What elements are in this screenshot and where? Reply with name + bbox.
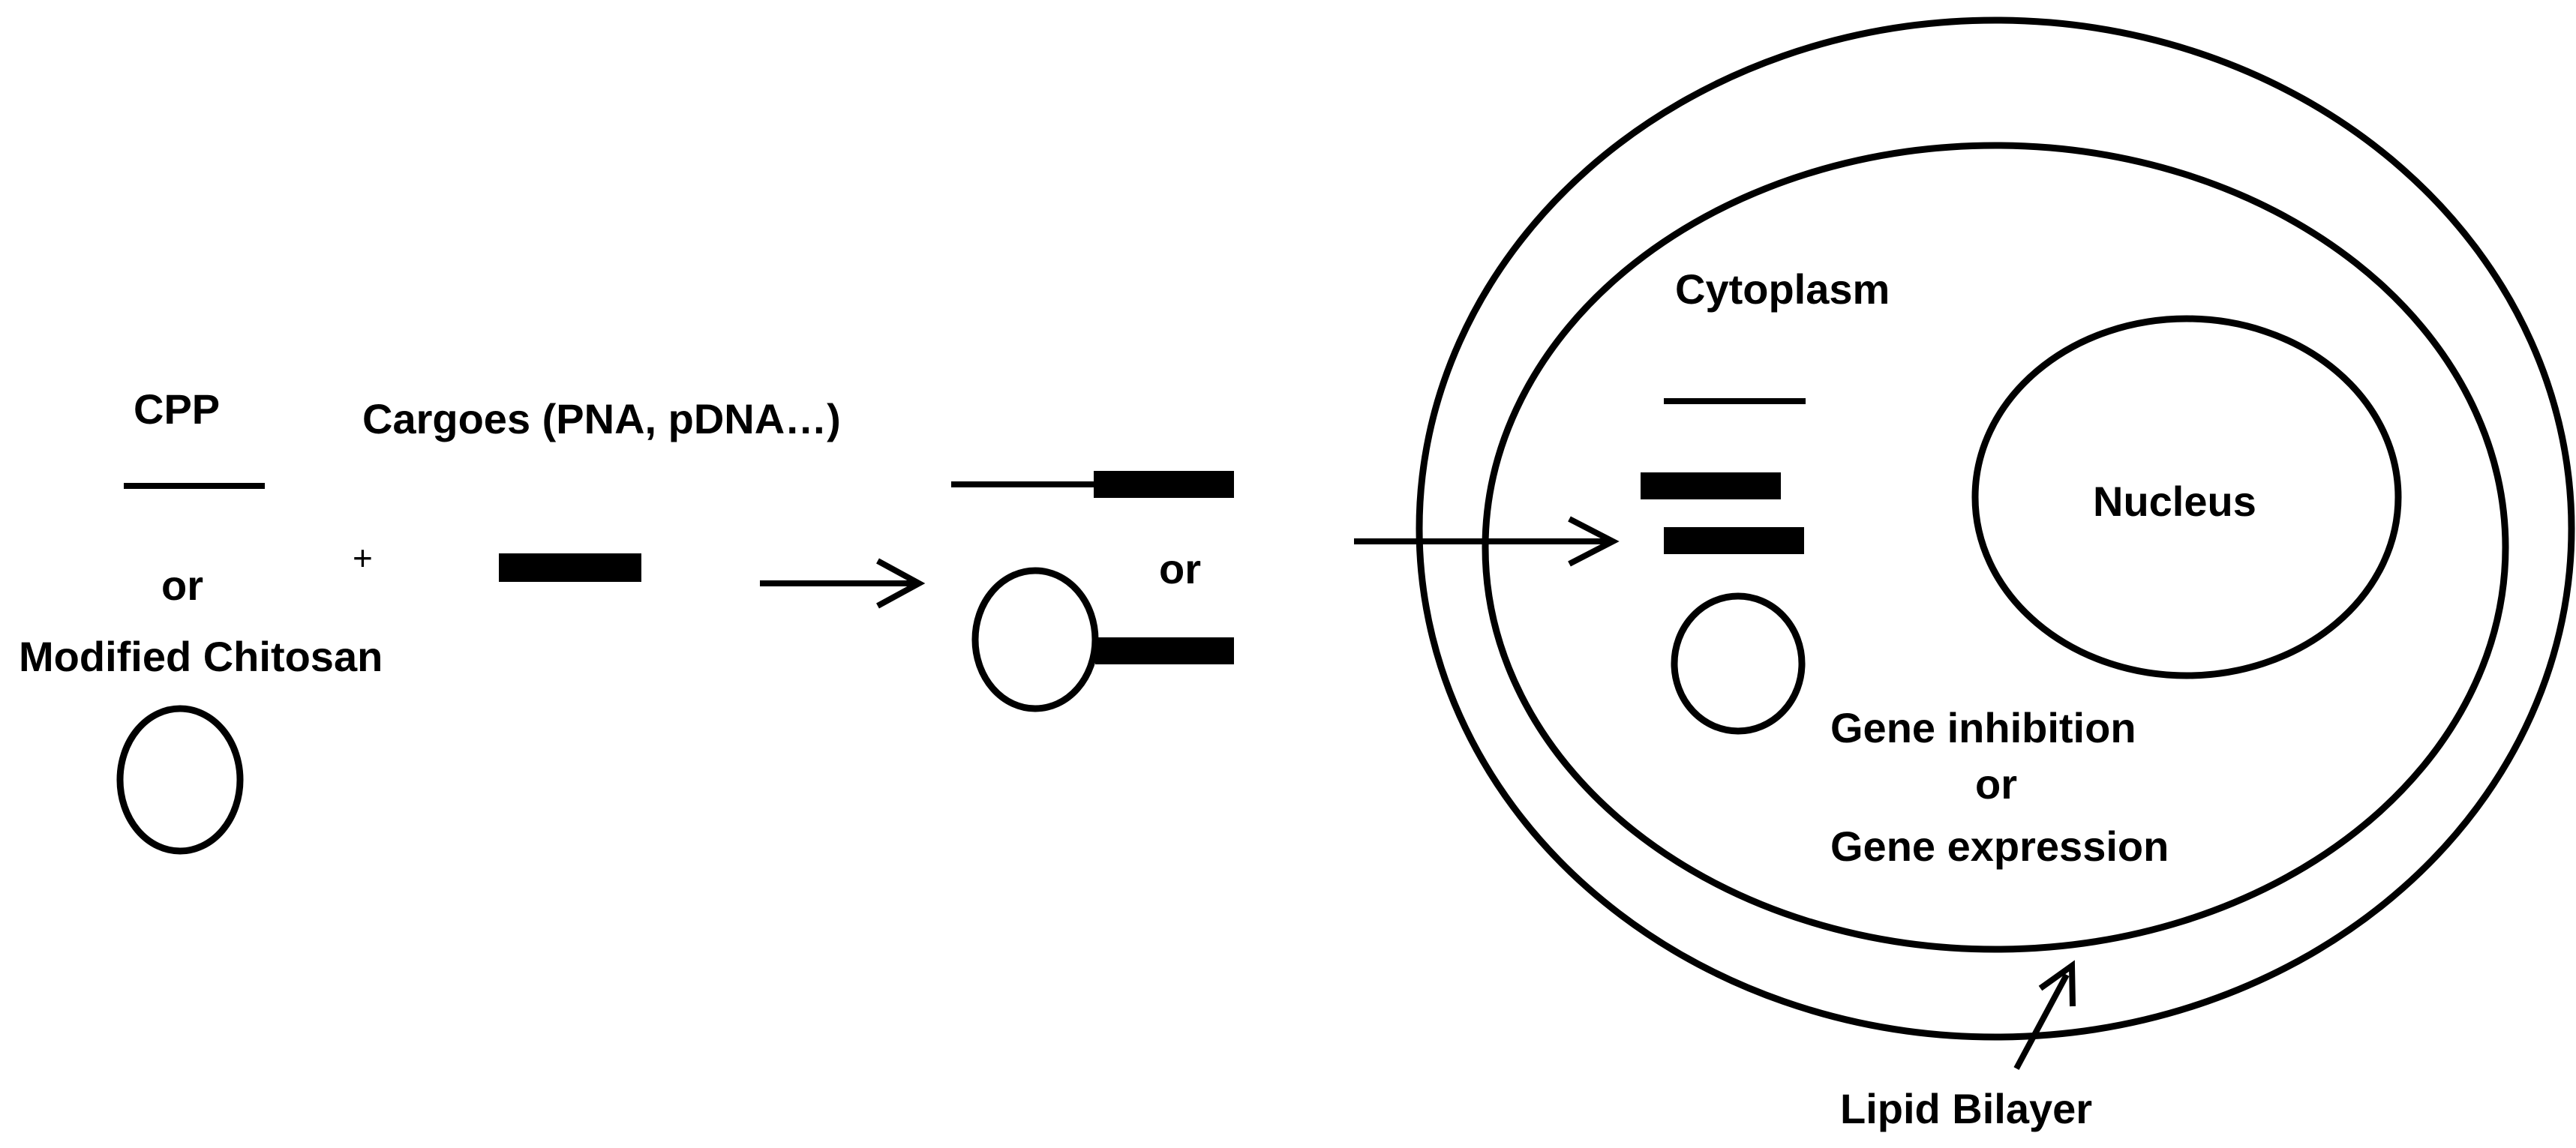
chitosan-cargo-complex [971,567,1234,712]
cargo-group: Cargoes (PNA, pDNA…) [362,395,841,582]
nucleus [1971,315,2402,679]
complex-group: or [951,471,1234,712]
cpp-cargo-complex [951,471,1234,498]
nucleus-label: Nucleus [2093,478,2256,525]
gene-expression-label: Gene expression [1830,823,2169,870]
lipid-bilayer-label: Lipid Bilayer [1840,1085,2092,1132]
modified-chitosan-label: Modified Chitosan [19,633,383,680]
intracellular-cargo [1641,398,1806,735]
cell-outer-membrane [1416,16,2575,1041]
cytoplasm-label: Cytoplasm [1675,265,1890,313]
cpp-label: CPP [134,385,220,433]
cargo-bar [499,553,641,582]
cell: Cytoplasm Nucleus Gene inhibition or Gen… [1416,16,2575,1041]
chitosan-circle [116,705,244,855]
carrier-group: CPP or Modified Chitosan [19,385,383,855]
or-label-complex: or [1159,545,1201,592]
gene-inhibition-label: Gene inhibition [1830,704,2136,751]
lipid-bilayer-pointer [2013,960,2076,1070]
or-label-left: or [161,562,203,609]
plus-sign: + [353,538,373,577]
cell-inner-membrane [1482,142,2509,953]
or-label-gene: or [1975,760,2017,808]
arrow-to-complex [760,558,926,609]
cargoes-label: Cargoes (PNA, pDNA…) [362,395,841,442]
